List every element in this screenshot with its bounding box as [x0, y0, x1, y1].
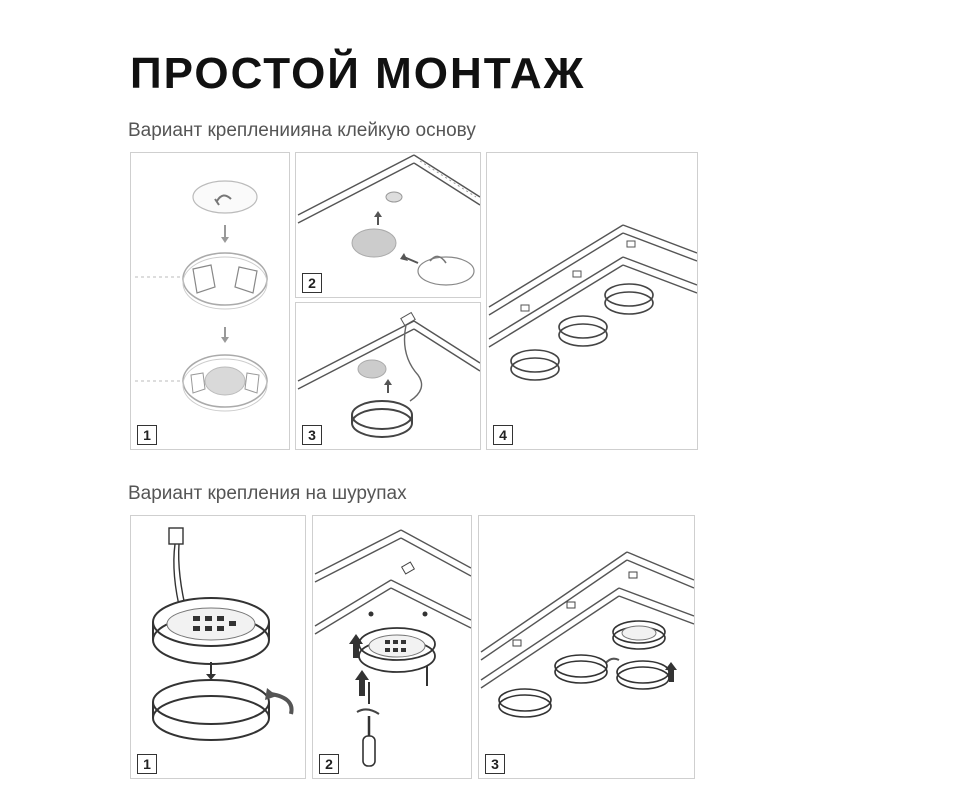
step-number-badge: 2 — [302, 273, 322, 293]
step-number-badge: 3 — [302, 425, 322, 445]
adhesive-step-2-panel: 2 — [295, 152, 481, 298]
three-lamps-screwed-illustration — [480, 551, 694, 718]
page-title: ПРОСТОЙ МОНТАЖ — [130, 49, 586, 98]
step-number-badge: 4 — [493, 425, 513, 445]
adhesive-step-1-panel: 1 — [130, 152, 290, 450]
three-lamps-mounted-illustration — [488, 224, 697, 381]
screw-mounting-illustration — [314, 529, 471, 767]
step-number-badge: 3 — [485, 754, 505, 774]
lamp-attach-illustration — [297, 311, 480, 438]
lamp-disassembly-illustration — [152, 527, 294, 741]
screws-section-heading: Вариант крепления на шурупах — [128, 483, 407, 504]
screws-step-3-panel: 3 — [478, 515, 695, 779]
screws-step-2-panel: 2 — [312, 515, 472, 779]
adhesive-step-4-panel: 4 — [486, 152, 698, 450]
ceiling-pad-illustration — [297, 154, 480, 286]
adhesive-pad-illustration — [135, 180, 268, 412]
adhesive-step-3-panel: 3 — [295, 302, 481, 450]
step-number-badge: 1 — [137, 754, 157, 774]
adhesive-section-heading: Вариант креплениияна клейкую основу — [128, 120, 476, 141]
screws-step-1-panel: 1 — [130, 515, 306, 779]
step-number-badge: 2 — [319, 754, 339, 774]
step-number-badge: 1 — [137, 425, 157, 445]
